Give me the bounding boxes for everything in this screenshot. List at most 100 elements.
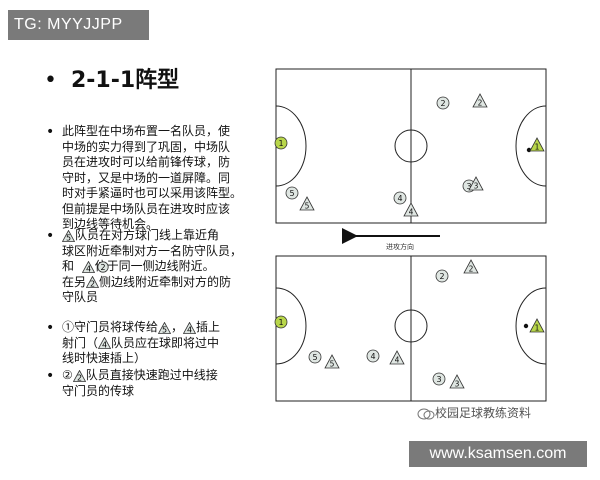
player-number: 3 <box>455 380 460 389</box>
bullet-3: • <box>46 320 55 336</box>
top-watermark: TG: MYYJJPP <box>8 10 149 40</box>
player-circle-4: 4 <box>393 191 407 205</box>
bottom-right-penalty-arc <box>515 287 547 365</box>
text-line: 此阵型在中场布置一名队员，使 <box>62 124 231 138</box>
player-number: 4 <box>395 356 400 365</box>
top-center-circle <box>394 129 428 163</box>
text-line: 队员直接快速跑过中线接 <box>85 368 218 382</box>
player-circle-5: 5 <box>308 350 322 364</box>
wechat-icon <box>417 408 435 419</box>
player-number: 1 <box>535 143 540 152</box>
text-line: 插上 <box>196 320 221 334</box>
marker-number: 2 <box>77 373 82 382</box>
player-number: 3 <box>474 182 479 191</box>
opponent-triangle-4: 4 <box>389 350 405 365</box>
text-line: 球区附近牵制对方一名防守队员， <box>62 243 243 258</box>
text-line: 时对手紧逼时也可以采用该阵型。 <box>62 186 243 200</box>
triangle-marker-icon: 4 <box>81 260 95 273</box>
triangle-marker-icon: 2 <box>72 369 86 382</box>
player-number: 2 <box>440 99 445 108</box>
player-number: 4 <box>397 194 402 203</box>
bullet-dot: • <box>44 68 57 93</box>
top-field-boundary <box>275 68 547 224</box>
top-right-penalty-arc <box>515 105 547 187</box>
triangle-marker-icon: 2 <box>86 276 100 289</box>
player-circle-2: 2 <box>435 269 449 283</box>
player-circle-5: 5 <box>285 186 299 200</box>
player-circle-1: 1 <box>274 315 288 329</box>
attack-direction-label: 进攻方向 <box>386 243 414 251</box>
text-line: 到边线等待机会。 <box>62 217 159 231</box>
top-field <box>275 68 547 224</box>
circle-marker-icon: 2 <box>97 260 109 273</box>
player-number: 3 <box>466 182 471 191</box>
top-left-penalty-arc <box>275 105 307 187</box>
text-line: 但前提是中场队员在进攻时应该 <box>62 201 231 216</box>
slide-title: •2-1-1阵型 <box>44 62 179 94</box>
text-line: 线时快速插上） <box>62 351 147 365</box>
text-line: ①守门员将球传给 <box>62 320 159 334</box>
opponent-triangle-5: 5 <box>324 354 340 369</box>
triangle-marker-icon: 5 <box>158 321 172 334</box>
player-circle-3: 3 <box>462 179 476 193</box>
bottom-field-boundary <box>275 255 547 402</box>
player-number: 1 <box>278 318 283 327</box>
triangle-marker-icon: 5 <box>62 229 75 242</box>
text-line: 队员在对方球门线上靠近角 <box>75 228 220 242</box>
bottom-center-circle <box>394 309 428 343</box>
brand-text: 校园足球教练资料 <box>435 406 532 420</box>
player-number: 3 <box>436 375 441 384</box>
brand-label: 校园足球教练资料 <box>417 404 531 421</box>
triangle-marker-icon: 4 <box>98 337 112 350</box>
opponent-triangle-1: 1 <box>529 318 545 333</box>
opponent-triangle-1: 1 <box>529 137 545 152</box>
marker-number: 2 <box>90 280 95 289</box>
bullet-4: • <box>46 368 55 384</box>
text-line: 位于同一侧边线附近。 <box>94 259 215 273</box>
player-number: 4 <box>409 208 414 217</box>
marker-number: 4 <box>187 325 192 334</box>
text-line: 在另 <box>62 274 87 289</box>
top-ball <box>526 147 532 153</box>
player-number: 2 <box>439 272 444 281</box>
marker-number: 4 <box>102 341 107 350</box>
opponent-triangle-4: 4 <box>403 202 419 217</box>
bottom-watermark: www.ksamsen.com <box>409 441 587 467</box>
player-circle-2: 2 <box>436 96 450 110</box>
marker-number: 5 <box>162 325 167 334</box>
opponent-triangle-3: 3 <box>449 374 465 389</box>
text-line: 和 <box>62 259 75 273</box>
bottom-ball <box>523 323 529 329</box>
player-number: 1 <box>278 139 283 148</box>
player-number: 5 <box>312 353 317 362</box>
bottom-left-penalty-arc <box>275 287 307 365</box>
player-number: 5 <box>305 202 310 211</box>
text-line: ② <box>62 368 73 382</box>
player-number: 2 <box>469 265 474 274</box>
bullet-1: • <box>46 124 55 140</box>
player-number: 4 <box>370 352 375 361</box>
text-line: 守队员 <box>62 290 99 304</box>
marker-number: 4 <box>86 264 91 273</box>
paragraph-1: 此阵型在中场布置一名队员，使 中场的实力得到了巩固，中场队 员在进攻时可以给前锋… <box>62 124 272 233</box>
player-circle-3: 3 <box>432 372 446 386</box>
opponent-triangle-2: 2 <box>472 93 488 108</box>
text-line: 射门（ <box>62 335 99 350</box>
triangle-marker-icon: 4 <box>183 321 197 334</box>
text-line: 守门员的传球 <box>62 383 135 398</box>
marker-number: 2 <box>100 263 105 272</box>
text-line: 守时，又是中场的一道屏障。同 <box>62 170 231 185</box>
text-line: 员在进攻时可以给前锋传球，防 <box>62 155 231 169</box>
text-line: 侧边线附近牵制对方的防 <box>99 274 232 289</box>
player-circle-4: 4 <box>366 349 380 363</box>
opponent-triangle-3: 3 <box>468 176 484 191</box>
bottom-field <box>275 255 547 402</box>
player-number: 5 <box>330 360 335 369</box>
player-number: 2 <box>478 99 483 108</box>
player-circle-1: 1 <box>274 136 288 150</box>
player-number: 5 <box>289 189 294 198</box>
text-line: ， <box>171 320 184 334</box>
